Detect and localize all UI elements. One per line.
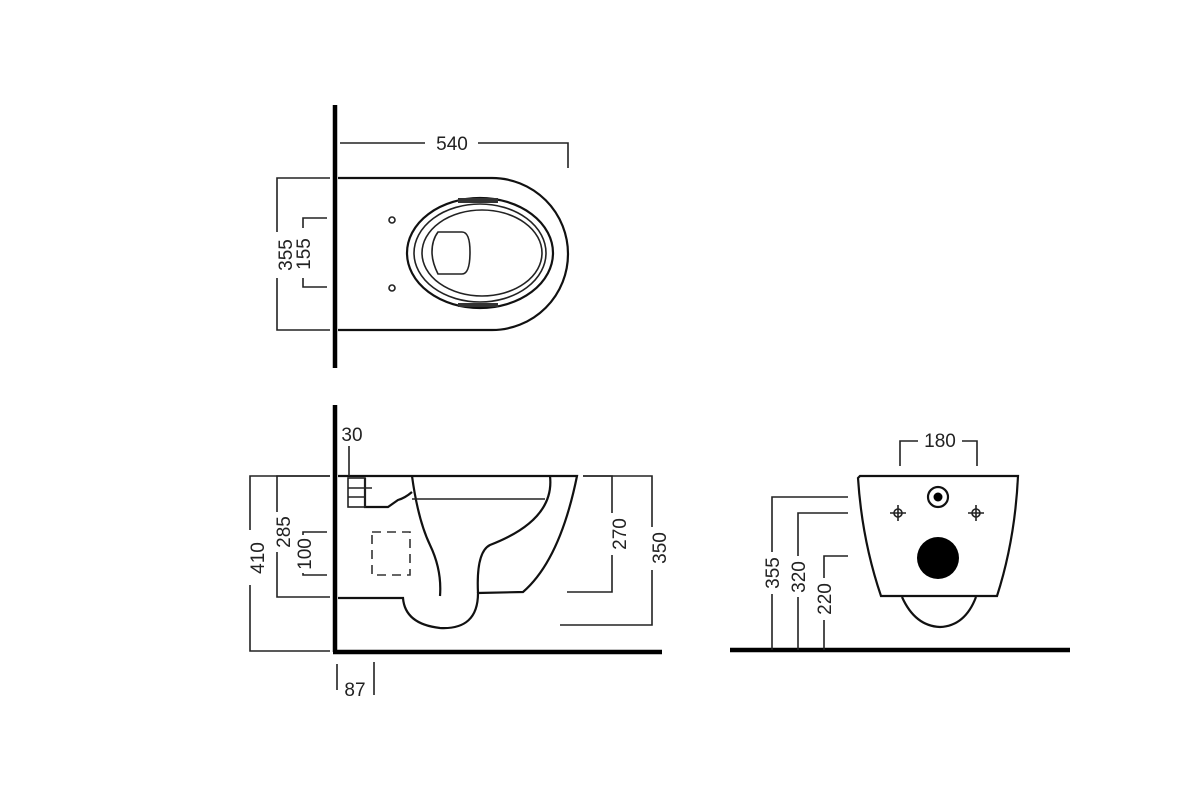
dim-line-155 [302, 278, 327, 288]
water-inlet-core [933, 492, 943, 502]
dim-line-100 [302, 573, 327, 576]
trapway [410, 475, 442, 597]
bowl-inner [476, 475, 552, 594]
bolt-hole-icon [890, 505, 906, 521]
dim-label-width: 540 [436, 134, 468, 155]
dim-line-355 [771, 496, 848, 552]
dim-line-220 [823, 555, 848, 578]
dim-line-355 [276, 177, 330, 232]
dim-label-bolt-spacing: 180 [924, 431, 956, 452]
dim-label-outlet-size: 100 [295, 538, 316, 570]
dim-label-depth: 355 [276, 239, 297, 271]
seat-inner [421, 209, 543, 297]
dim-line-155 [302, 217, 327, 228]
side-view: 30 410 285 100 270 350 87 [248, 405, 671, 701]
dim-label-inlet-height: 355 [763, 557, 784, 589]
seat-middle [413, 203, 547, 303]
dim-line-320 [797, 512, 848, 556]
bowl-front-outline [856, 474, 1020, 598]
dim-line-180 [899, 440, 918, 466]
outlet-hole [917, 537, 959, 579]
seat-hinge [458, 198, 498, 203]
dim-label-front-height: 270 [610, 518, 631, 550]
dim-line-350 [583, 475, 653, 527]
dim-label-total-height: 410 [248, 542, 269, 574]
dim-line-355 [276, 278, 330, 331]
fixing-hole-icon [388, 284, 396, 292]
dim-label-holes: 155 [294, 238, 315, 270]
bolt-hole-icon [968, 505, 984, 521]
dim-label-bolt-height: 320 [789, 561, 810, 593]
dim-label-outlet-height: 220 [815, 583, 836, 615]
dim-line-100 [302, 531, 327, 535]
dim-label-inlet-offset: 30 [341, 425, 362, 446]
lid-outline [431, 231, 471, 275]
outlet-dashed [371, 531, 411, 576]
dim-label-outlet-height: 285 [274, 516, 295, 548]
dim-line-540 [478, 142, 569, 168]
seat-outer [405, 196, 555, 310]
dim-line-350 [560, 570, 653, 626]
front-view: 180 355 320 220 [730, 431, 1070, 653]
dim-label-bowl-height: 350 [650, 532, 671, 564]
dim-line-270 [583, 475, 613, 513]
water-inlet-icon [926, 485, 950, 509]
dim-line-285 [276, 552, 330, 598]
dim-label-wall-offset: 87 [344, 680, 365, 701]
dim-line-285 [276, 475, 330, 512]
inlet-pipe [347, 477, 366, 508]
bowl-outline [338, 474, 579, 630]
top-view: 540 355 155 [276, 105, 570, 368]
bowl-outline [338, 176, 570, 332]
dim-line-270 [567, 555, 613, 593]
bowl-bottom [900, 596, 978, 629]
inlet-shelf [363, 478, 413, 509]
dim-line-180 [962, 440, 978, 466]
seat-front [458, 303, 498, 307]
dim-line-410 [249, 585, 330, 652]
fixing-hole-icon [388, 216, 396, 224]
